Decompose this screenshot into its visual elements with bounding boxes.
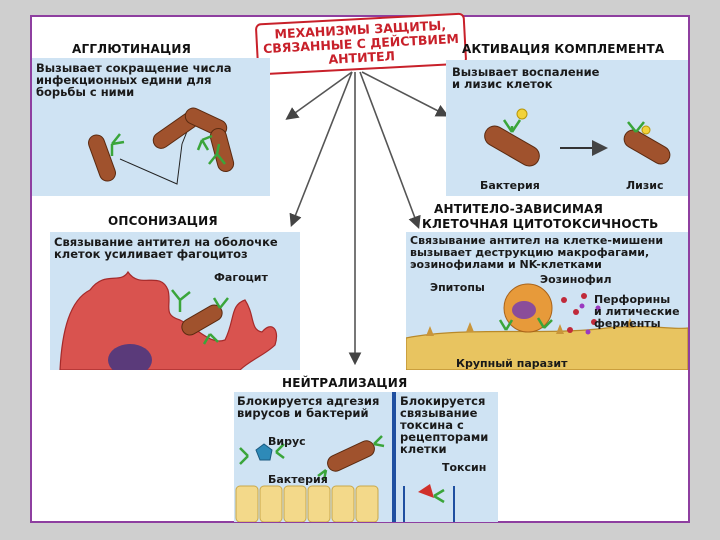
phagocyte-nucleus	[108, 344, 152, 370]
bacterium-4	[209, 127, 235, 173]
opsonization-illustration	[59, 270, 278, 370]
parasite-label: Крупный паразит	[456, 357, 568, 370]
neutralization-desc-left: Блокируется адгезия вирусов и бактерий	[237, 394, 380, 420]
complement-lysis-label: Лизис	[626, 179, 664, 192]
arrow-opsonization	[289, 71, 353, 227]
opsonization-heading: ОПСОНИЗАЦИЯ	[108, 214, 218, 228]
bacterium-lysed	[623, 129, 671, 165]
complement-illustration	[484, 108, 671, 167]
neutralization-panel-right	[396, 392, 498, 522]
opsonized-bacterium	[181, 304, 223, 336]
agglutination-description: Вызывает сокращение числа инфекционных е…	[36, 61, 232, 99]
neutralization-heading: НЕЙТРАЛИЗАЦИЯ	[282, 376, 408, 390]
neutralization-divider	[392, 392, 396, 522]
adcc-illustration	[406, 283, 688, 370]
phagocyte	[59, 270, 278, 370]
neutralized-bacterium	[327, 440, 375, 472]
bacterium-1	[88, 134, 116, 182]
neutralization-illustration	[235, 435, 455, 522]
main-title: МЕХАНИЗМЫ ЗАЩИТЫ, СВЯЗАННЫЕ С ДЕЙСТВИЕМ …	[254, 12, 468, 76]
neutralization-desc-right: Блокируется связывание токсина с рецепто…	[400, 394, 489, 456]
virus	[255, 443, 273, 461]
complement-description: Вызывает воспаление и лизис клеток	[452, 65, 600, 91]
agglutination-illustration	[88, 107, 235, 185]
opsonization-description: Связывание антител на оболочке клеток ус…	[54, 235, 278, 261]
perforins-label: Перфорины и литические ферменты	[594, 293, 680, 330]
toxin	[418, 484, 434, 498]
adcc-heading-line-1: АНТИТЕЛО-ЗАВИСИМАЯ	[434, 202, 604, 216]
large-parasite	[406, 326, 688, 370]
phagocyte-label: Фагоцит	[214, 271, 268, 284]
complement-bacteria-label: Бактерия	[480, 179, 540, 192]
bacterium-intact	[484, 125, 540, 167]
title-line-3: АНТИТЕЛ	[328, 48, 396, 67]
arrow-complement	[361, 71, 449, 117]
arrow-agglutination	[285, 71, 353, 120]
adcc-heading-line-2: КЛЕТОЧНАЯ ЦИТОТОКСИЧНОСТЬ	[422, 217, 659, 231]
arrow-adcc	[359, 71, 421, 229]
adcc-description: Связывание антител на клетке-мишени вызы…	[410, 234, 664, 271]
eosinophil-label: Эозинофил	[540, 273, 612, 286]
virus-label: Вирус	[268, 435, 306, 448]
complement-protein	[516, 108, 528, 120]
epitopes-label: Эпитопы	[430, 281, 485, 294]
complement-heading: АКТИВАЦИЯ КОМПЛЕМЕНТА	[462, 42, 665, 56]
toxin-label: Токсин	[442, 461, 487, 474]
neutralization-bacteria-label: Бактерия	[268, 473, 328, 486]
agglutination-heading: АГГЛЮТИНАЦИЯ	[72, 42, 192, 56]
